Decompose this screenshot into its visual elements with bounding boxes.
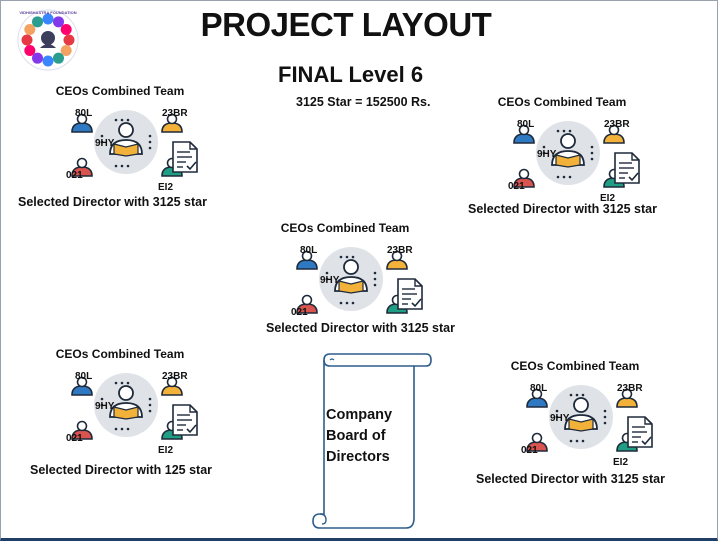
selected-director-text: Selected Director with 125 star	[30, 463, 213, 477]
logo-petal	[60, 45, 72, 56]
team-cluster-3: CEOs Combined Team 80L 23BR 9HY 021	[245, 221, 485, 361]
logo-text: VIDHISHASTRA FOUNDATION	[19, 10, 76, 15]
label-top-right: 23BR	[387, 245, 413, 256]
label-top-left: 80L	[75, 108, 93, 119]
label-bottom-left: 021	[66, 433, 83, 444]
logo-petal	[60, 24, 72, 35]
label-top-right: 23BR	[162, 108, 188, 119]
checklist-document-icon	[397, 278, 423, 310]
team-title: CEOs Combined Team	[55, 84, 185, 98]
selected-director-text: Selected Director with 3125 star	[476, 472, 665, 486]
team-title: CEOs Combined Team	[497, 95, 627, 109]
team-title: CEOs Combined Team	[280, 221, 410, 235]
label-top-left: 80L	[530, 383, 548, 394]
label-top-right: 23BR	[162, 371, 188, 382]
foundation-logo: VIDHISHASTRA FOUNDATION	[17, 9, 79, 71]
label-bottom-left: 021	[66, 170, 83, 181]
level-heading: FINAL Level 6	[278, 62, 424, 87]
label-bottom-right: EI2	[158, 445, 174, 456]
label-bottom-right: EI2	[158, 182, 174, 193]
scroll-icon	[312, 353, 432, 529]
checklist-document-icon	[614, 152, 640, 184]
selected-director-text: Selected Director with 3125 star	[468, 202, 657, 216]
logo-petal	[42, 13, 54, 25]
logo-petal	[24, 24, 36, 35]
checklist-document-icon	[172, 141, 198, 173]
logo-petal	[21, 34, 33, 46]
board-line-1: Company	[326, 407, 393, 423]
board-line-3: Directors	[326, 449, 390, 465]
label-bottom-left: 021	[291, 307, 308, 318]
team-meeting-icon	[71, 110, 183, 177]
selected-director-text: Selected Director with 3125 star	[18, 195, 207, 209]
label-top-left: 80L	[75, 371, 93, 382]
label-bottom-left: 021	[521, 445, 538, 456]
board-text: Company Board of Directors	[326, 405, 410, 468]
label-center: 9HY	[537, 149, 557, 160]
label-center: 9HY	[320, 275, 340, 286]
label-center: 9HY	[95, 138, 115, 149]
team-title: CEOs Combined Team	[510, 359, 640, 373]
logo-petal	[32, 16, 43, 28]
star-rate-text: 3125 Star = 152500 Rs.	[296, 95, 431, 109]
team-meeting-icon	[526, 385, 638, 452]
board-line-2: Board of	[326, 428, 386, 444]
label-top-right: 23BR	[604, 119, 630, 130]
page-title: PROJECT LAYOUT	[200, 6, 492, 43]
label-bottom-left: 021	[508, 181, 525, 192]
logo-petal	[24, 45, 36, 56]
checklist-document-icon	[627, 416, 653, 448]
label-center: 9HY	[95, 401, 115, 412]
team-meeting-icon	[71, 373, 183, 440]
checklist-document-icon	[172, 404, 198, 436]
team-title: CEOs Combined Team	[55, 347, 185, 361]
label-bottom-right: EI2	[600, 193, 616, 204]
team-meeting-icon	[296, 247, 408, 314]
logo-petal	[42, 55, 54, 67]
logo-petal	[53, 16, 64, 28]
logo-petal	[32, 52, 43, 64]
label-center: 9HY	[550, 413, 570, 424]
label-top-left: 80L	[300, 245, 318, 256]
selected-director-text: Selected Director with 3125 star	[266, 321, 455, 335]
label-top-left: 80L	[517, 119, 535, 130]
logo-petal	[63, 34, 75, 46]
logo-petal	[53, 52, 64, 64]
label-top-right: 23BR	[617, 383, 643, 394]
label-bottom-right: EI2	[613, 457, 629, 468]
